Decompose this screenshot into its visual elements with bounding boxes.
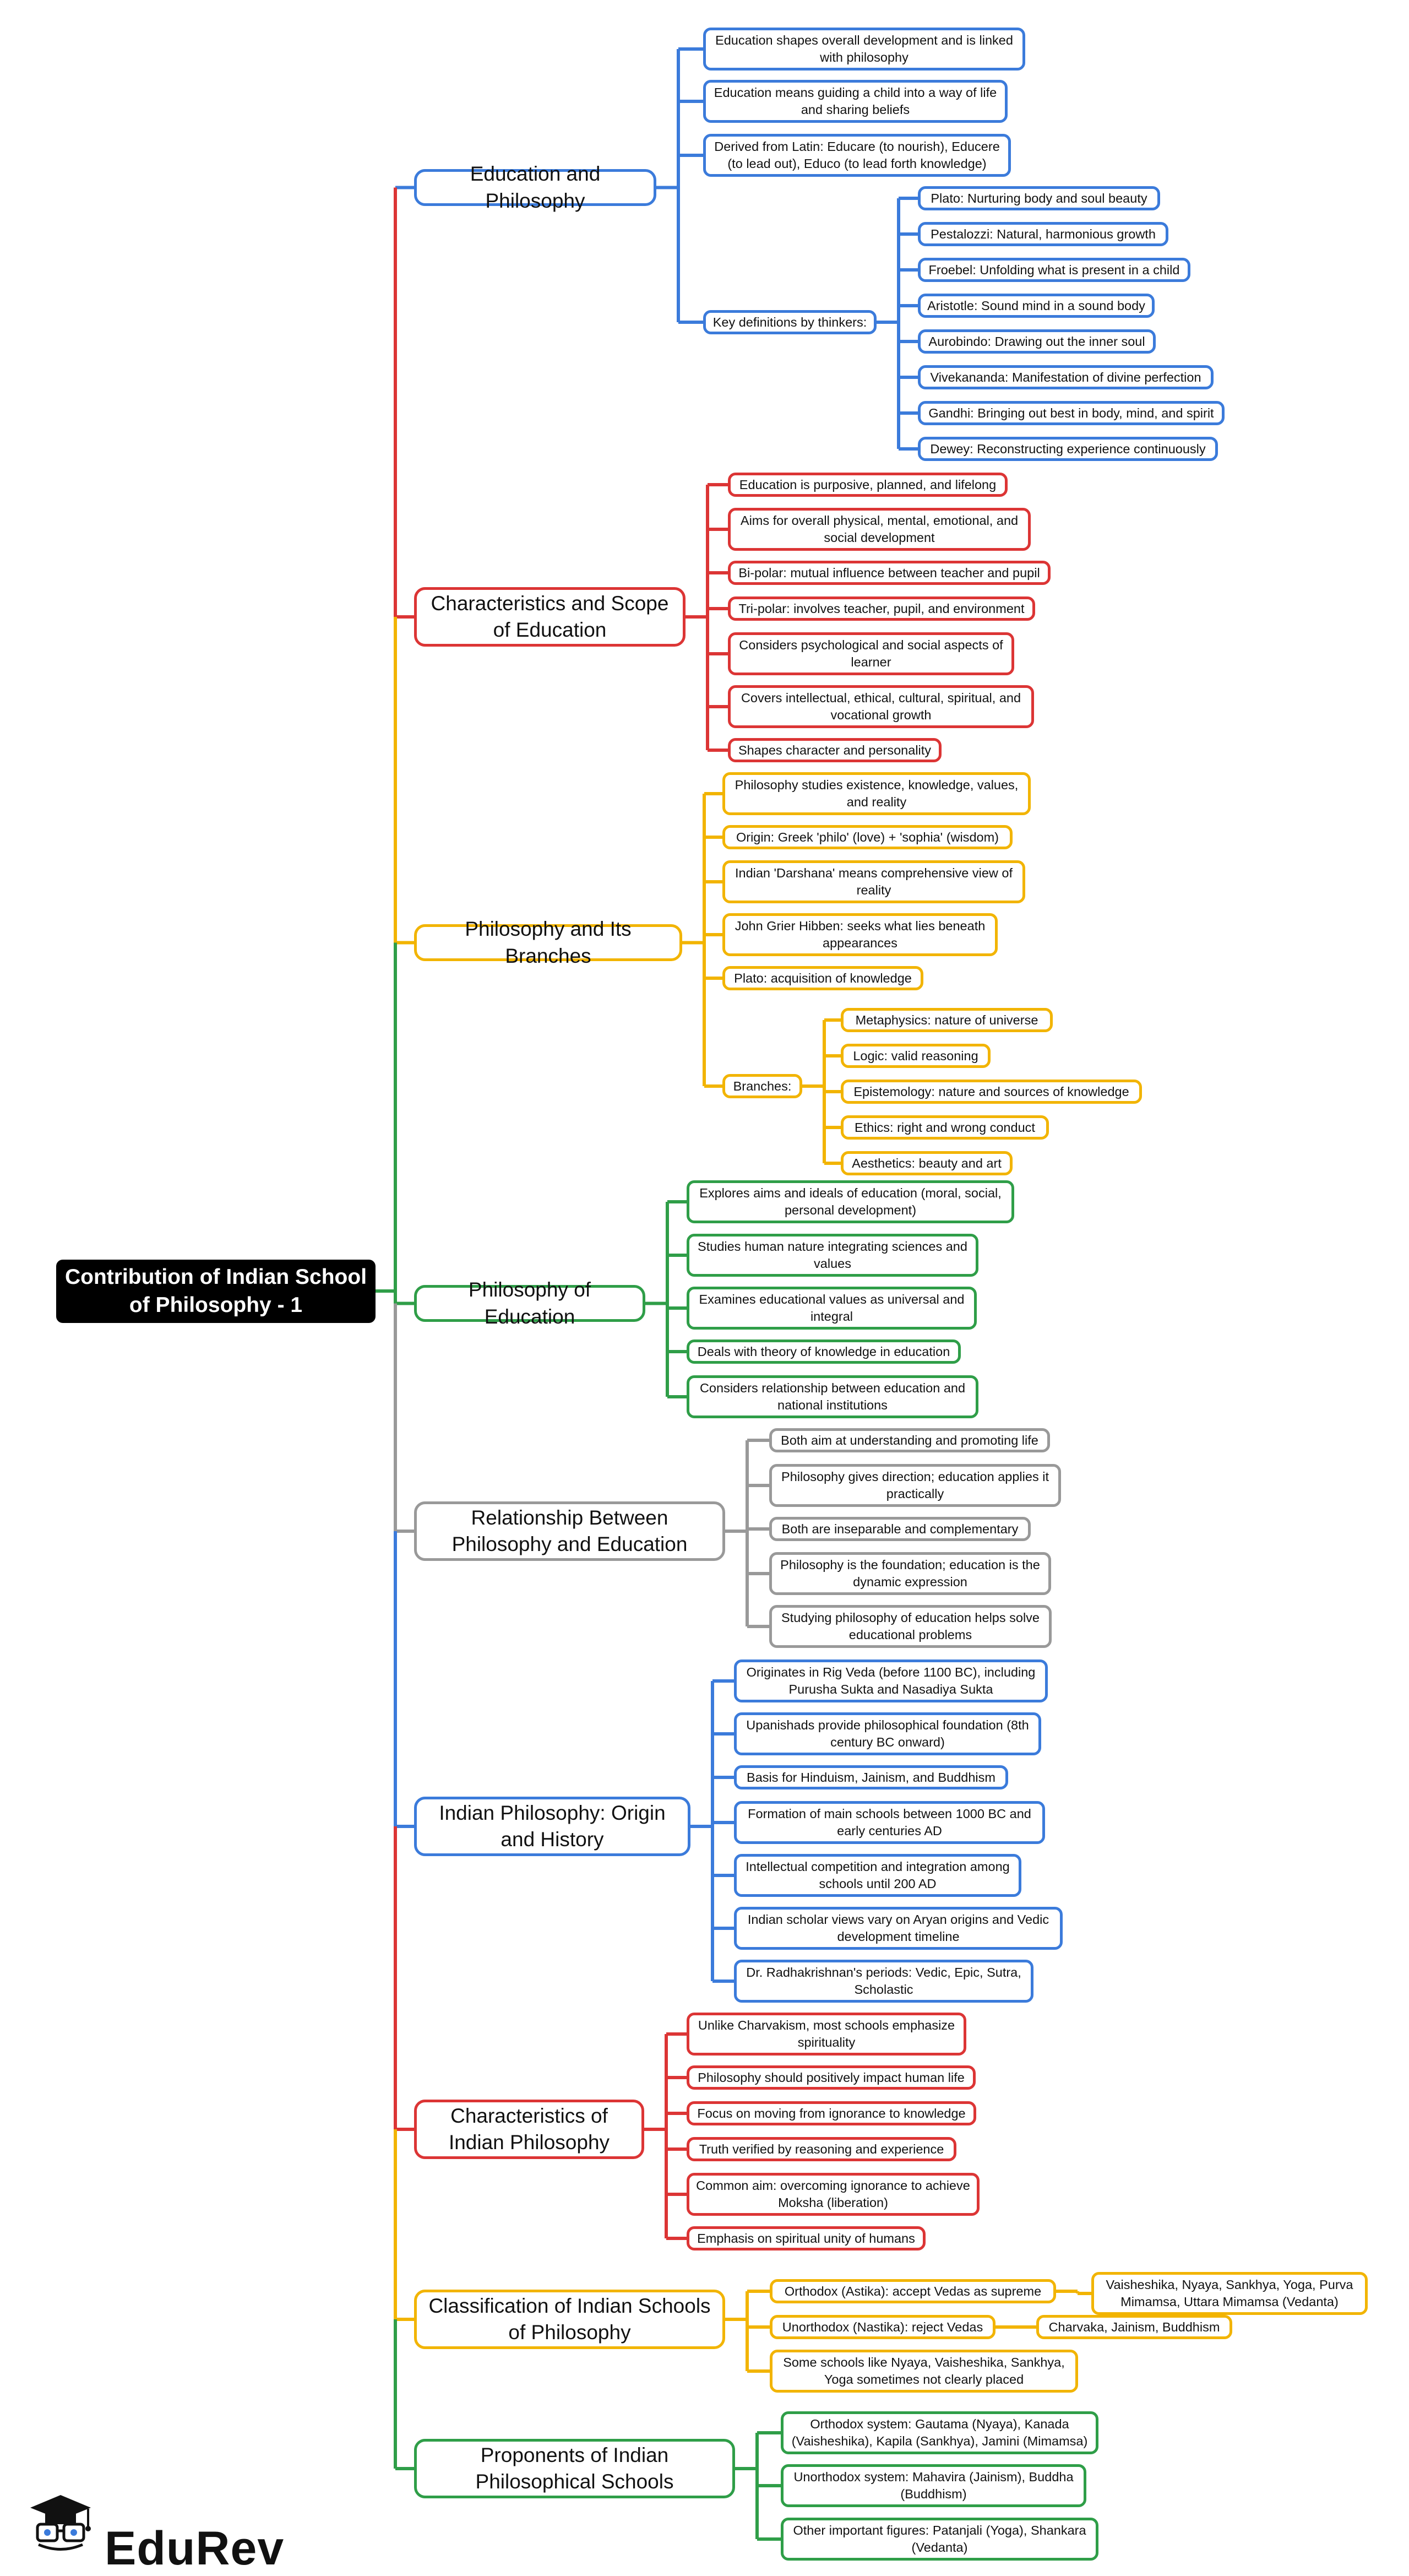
topic-node: Intellectual competition and integration… <box>734 1854 1021 1897</box>
section-node: Characteristics of Indian Philosophy <box>414 2100 644 2159</box>
subtopic-node: Vivekananda: Manifestation of divine per… <box>918 365 1214 389</box>
topic-node: Philosophy is the foundation; education … <box>769 1552 1051 1595</box>
subtopic-node: Dewey: Reconstructing experience continu… <box>918 437 1218 461</box>
topic-node: Shapes character and personality <box>728 738 942 762</box>
topic-node: Derived from Latin: Educare (to nourish)… <box>703 134 1011 177</box>
topic-node: Examines educational values as universal… <box>687 1287 977 1330</box>
brand-name: EduRev <box>105 2522 285 2575</box>
topic-node: Orthodox system: Gautama (Nyaya), Kanada… <box>781 2411 1098 2454</box>
topic-node: Origin: Greek 'philo' (love) + 'sophia' … <box>722 825 1013 849</box>
topic-node: Aims for overall physical, mental, emoti… <box>728 508 1031 551</box>
section-node: Classification of Indian Schools of Phil… <box>414 2290 725 2349</box>
section-node: Relationship Between Philosophy and Educ… <box>414 1501 725 1561</box>
topic-node: Considers relationship between education… <box>687 1375 978 1418</box>
topic-node: Education means guiding a child into a w… <box>703 80 1008 123</box>
subtopic-node: Pestalozzi: Natural, harmonious growth <box>918 222 1168 246</box>
topic-node: Both aim at understanding and promoting … <box>769 1428 1050 1452</box>
topic-node: Covers intellectual, ethical, cultural, … <box>728 685 1034 728</box>
subtopic-node: Logic: valid reasoning <box>841 1044 991 1068</box>
topic-node: Some schools like Nyaya, Vaisheshika, Sa… <box>770 2350 1078 2393</box>
topic-node: Bi-polar: mutual influence between teach… <box>728 561 1051 585</box>
subtopic-node: Gandhi: Bringing out best in body, mind,… <box>918 401 1225 425</box>
topic-node: Both are inseparable and complementary <box>769 1517 1031 1541</box>
topic-node: John Grier Hibben: seeks what lies benea… <box>722 913 998 956</box>
topic-node: Philosophy gives direction; education ap… <box>769 1464 1061 1507</box>
topic-node: Studying philosophy of education helps s… <box>769 1605 1052 1648</box>
topic-node: Focus on moving from ignorance to knowle… <box>687 2101 976 2125</box>
topic-node: Philosophy studies existence, knowledge,… <box>722 772 1031 815</box>
topic-node: Deals with theory of knowledge in educat… <box>687 1339 961 1364</box>
subtopic-node: Metaphysics: nature of universe <box>841 1008 1053 1032</box>
topic-node: Orthodox (Astika): accept Vedas as supre… <box>770 2279 1056 2303</box>
topic-node: Education shapes overall development and… <box>703 28 1025 70</box>
topic-node: Indian 'Darshana' means comprehensive vi… <box>722 860 1025 903</box>
section-node: Philosophy and Its Branches <box>414 918 682 967</box>
topic-node: Tri-polar: involves teacher, pupil, and … <box>728 596 1035 621</box>
section-node: Philosophy of Education <box>414 1278 645 1328</box>
topic-node: Basis for Hinduism, Jainism, and Buddhis… <box>734 1765 1008 1789</box>
subtopic-node: Aurobindo: Drawing out the inner soul <box>918 329 1156 354</box>
topic-node: Education is purposive, planned, and lif… <box>728 473 1008 497</box>
topic-node: Unorthodox (Nastika): reject Vedas <box>770 2315 995 2339</box>
topic-node: Originates in Rig Veda (before 1100 BC),… <box>734 1660 1048 1702</box>
subtopic-node: Charvaka, Jainism, Buddhism <box>1036 2315 1232 2339</box>
section-node: Education and Philosophy <box>414 162 656 212</box>
topic-node: Studies human nature integrating science… <box>687 1234 978 1277</box>
topic-node: Considers psychological and social aspec… <box>728 632 1014 675</box>
topic-node: Plato: acquisition of knowledge <box>722 966 923 990</box>
topic-node: Formation of main schools between 1000 B… <box>734 1801 1045 1844</box>
topic-node: Philosophy should positively impact huma… <box>687 2065 976 2090</box>
section-node: Proponents of Indian Philosophical Schoo… <box>414 2439 735 2498</box>
topic-node: Key definitions by thinkers: <box>703 310 877 334</box>
section-node: Characteristics and Scope of Education <box>414 587 686 647</box>
subtopic-node: Plato: Nurturing body and soul beauty <box>918 186 1160 210</box>
topic-node: Unorthodox system: Mahavira (Jainism), B… <box>781 2464 1086 2507</box>
topic-node: Truth verified by reasoning and experien… <box>687 2137 956 2161</box>
subtopic-node: Epistemology: nature and sources of know… <box>841 1080 1142 1104</box>
section-node: Indian Philosophy: Origin and History <box>414 1797 690 1856</box>
topic-node: Indian scholar views vary on Aryan origi… <box>734 1907 1063 1950</box>
topic-node: Branches: <box>722 1074 802 1098</box>
topic-node: Dr. Radhakrishnan's periods: Vedic, Epic… <box>734 1960 1033 2003</box>
subtopic-node: Vaisheshika, Nyaya, Sankhya, Yoga, Purva… <box>1091 2272 1368 2315</box>
topic-node: Explores aims and ideals of education (m… <box>687 1180 1014 1223</box>
topic-node: Unlike Charvakism, most schools emphasiz… <box>687 2013 966 2056</box>
topic-node: Emphasis on spiritual unity of humans <box>687 2226 926 2250</box>
subtopic-node: Froebel: Unfolding what is present in a … <box>918 258 1190 282</box>
topic-node: Upanishads provide philosophical foundat… <box>734 1712 1041 1755</box>
subtopic-node: Aristotle: Sound mind in a sound body <box>918 294 1155 318</box>
topic-node: Other important figures: Patanjali (Yoga… <box>781 2518 1098 2561</box>
topic-node: Common aim: overcoming ignorance to achi… <box>687 2173 980 2216</box>
edurev-logo-icon <box>30 2495 91 2551</box>
subtopic-node: Ethics: right and wrong conduct <box>841 1115 1049 1140</box>
subtopic-node: Aesthetics: beauty and art <box>841 1151 1013 1175</box>
root-title: Contribution of Indian School of Philoso… <box>56 1260 376 1323</box>
